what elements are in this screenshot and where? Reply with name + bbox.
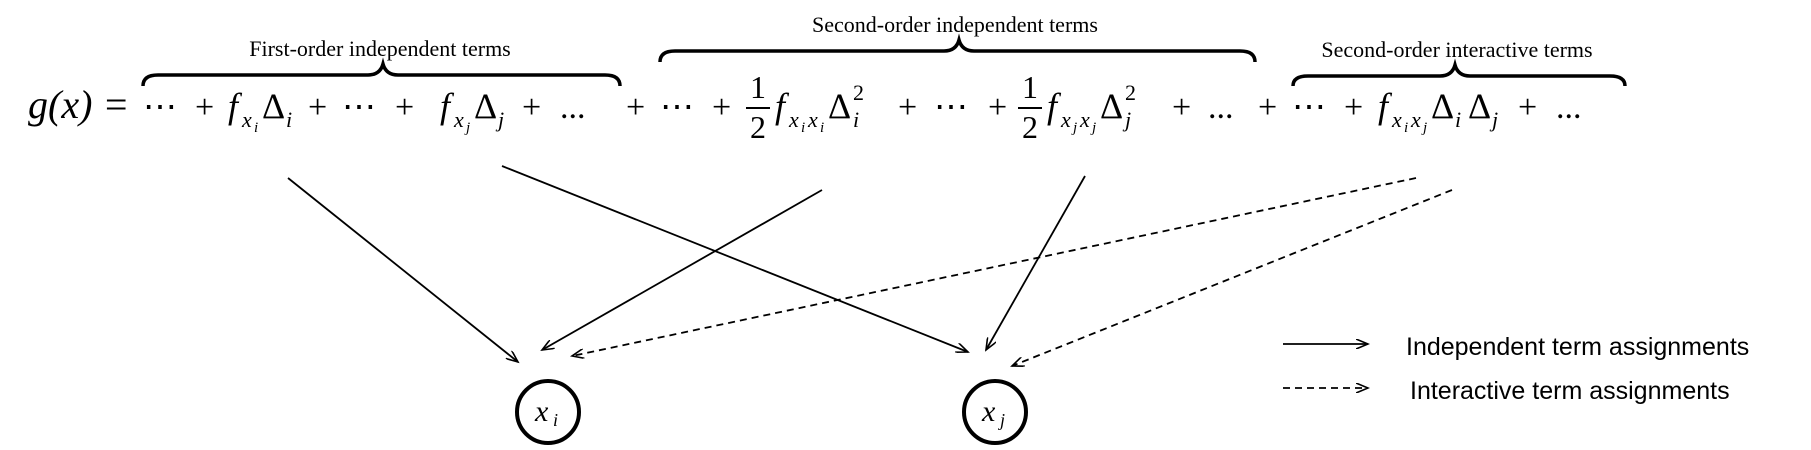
plus-sign: + [308,89,327,126]
arrow-second-order-to-xj [986,175,1086,350]
ellipsis: ⋯ [143,89,177,126]
delta-symbol: Δ [1468,86,1491,126]
subscript-x: x [1391,107,1402,132]
fraction-numerator: 1 [750,69,766,105]
group-label-interactive: Second-order interactive terms [1321,37,1592,62]
subscript-x: x [1410,107,1421,132]
dots: ... [1556,89,1582,126]
delta-symbol: Δ [1100,86,1123,126]
subscript-i: i [853,107,859,132]
subscript-j: j [1122,107,1131,132]
plus-sign: + [522,89,541,126]
arrow-first-order-to-xj [501,165,968,352]
ellipsis: ⋯ [342,89,376,126]
legend-independent-label: Independent term assignments [1406,333,1749,361]
fraction-denominator: 2 [750,109,766,145]
subscript-i: i [286,107,292,132]
legend: Independent term assignments Interactive… [1283,333,1749,405]
subscript-j: j [1071,120,1077,136]
subscript-i: i [1404,120,1408,136]
ellipsis: ⋯ [660,89,694,126]
term-f-xi: f [228,86,243,126]
plus-sign: + [626,89,645,126]
term-f-xixi: f [775,86,790,126]
node-xi-subscript: i [553,410,558,430]
arrow-interactive-to-xi [572,177,1417,356]
fraction-denominator: 2 [1022,109,1038,145]
delta-symbol: Δ [828,86,851,126]
brace-interactive [1291,58,1627,87]
node-xj-symbol: x [981,395,996,428]
subscript-i: i [801,120,805,136]
plus-sign: + [1518,89,1537,126]
group-label-first-order: First-order independent terms [249,36,511,61]
arrow-second-order-to-xi [542,189,823,350]
subscript-x: x [1060,107,1071,132]
plus-sign: + [395,89,414,126]
brace-first-order [141,57,622,87]
plus-sign: + [1172,89,1191,126]
node-xi-symbol: x [534,395,549,428]
delta-symbol: Δ [262,86,285,126]
term-f-xixj: f [1378,86,1393,126]
superscript-2: 2 [853,80,864,105]
node-xj-subscript: j [998,410,1005,430]
subscript-i: i [820,120,824,136]
dots: ... [560,89,586,126]
ellipsis: ⋯ [1292,89,1326,126]
node-xj: x j [962,379,1028,445]
subscript-j: j [1489,107,1498,132]
delta-symbol: Δ [474,86,497,126]
subscript-x: x [453,107,464,132]
subscript-j: j [464,120,470,136]
arrow-first-order-to-xi [287,177,518,362]
node-xi: x i [515,379,581,445]
ellipsis: ⋯ [934,89,968,126]
subscript-i: i [254,120,258,136]
subscript-j: j [1090,120,1096,136]
fraction-numerator: 1 [1022,69,1038,105]
arrow-interactive-to-xj [1012,189,1453,366]
superscript-2: 2 [1125,80,1136,105]
plus-sign: + [988,89,1007,126]
term-f-xj: f [440,86,455,126]
plus-sign: + [1344,89,1363,126]
plus-sign: + [712,89,731,126]
subscript-x: x [1079,107,1090,132]
equation: g(x) = ⋯ + f x i Δ i + ⋯ + f x j Δ j + .… [28,69,1582,145]
delta-symbol: Δ [1431,86,1454,126]
legend-interactive-label: Interactive term assignments [1410,377,1730,405]
plus-sign: + [195,89,214,126]
plus-sign: + [1258,89,1277,126]
term-f-xjxj: f [1047,86,1062,126]
subscript-x: x [241,107,252,132]
subscript-i: i [1455,107,1461,132]
subscript-j: j [1421,120,1427,136]
plus-sign: + [898,89,917,126]
subscript-x: x [807,107,818,132]
dots: ... [1208,89,1234,126]
subscript-x: x [788,107,799,132]
subscript-j: j [495,107,504,132]
equation-lhs: g(x) = [28,82,129,127]
group-label-second-order: Second-order independent terms [812,12,1098,37]
brace-second-order [658,33,1257,63]
